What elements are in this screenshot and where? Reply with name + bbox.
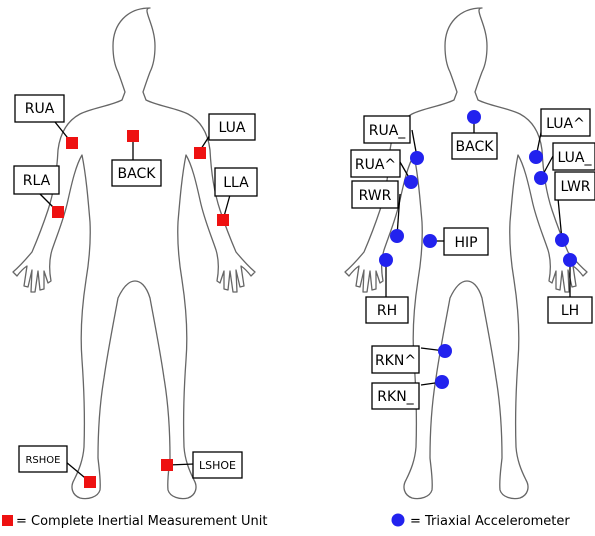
left-body-outline [13, 8, 255, 499]
acc-marker-lh [563, 253, 577, 267]
label-lua-high: LUA^ [546, 116, 585, 132]
legend: = Complete Inertial Measurement Unit = T… [2, 514, 570, 530]
legend-acc: = Triaxial Accelerometer [392, 514, 571, 530]
label-rwr: RWR [359, 188, 392, 204]
label-rua-high: RUA^ [355, 157, 396, 173]
imu-marker-lua [194, 147, 206, 159]
label-rua-low: RUA_ [369, 123, 407, 139]
acc-marker-lua-low [534, 171, 548, 185]
legend-acc-text: = Triaxial Accelerometer [410, 514, 570, 529]
left-body-figure: RUA RLA BACK LUA LLA RSHOE LSHOE [13, 8, 257, 499]
label-lh: LH [561, 303, 579, 319]
label-rla: RLA [23, 173, 51, 189]
acc-marker-rkn-high [438, 344, 452, 358]
imu-marker-rla [52, 206, 64, 218]
imu-marker-lshoe [161, 459, 173, 471]
label-lua-low: LUA_ [558, 150, 593, 166]
label-rkn-low: RKN_ [377, 389, 414, 405]
label-back-right: BACK [456, 139, 495, 155]
acc-marker-rwr [390, 229, 404, 243]
acc-marker-rua-low [404, 175, 418, 189]
label-lwr: LWR [560, 179, 590, 195]
legend-imu-square [2, 515, 13, 526]
acc-marker-rh [379, 253, 393, 267]
left-label-texts: RUA RLA BACK LUA LLA RSHOE LSHOE [23, 101, 249, 472]
label-rua: RUA [25, 101, 55, 117]
imu-marker-rua [66, 137, 78, 149]
acc-marker-lwr [555, 233, 569, 247]
acc-marker-lua-high [529, 150, 543, 164]
label-lla: LLA [223, 175, 249, 191]
label-hip: HIP [454, 235, 477, 251]
right-body-figure: RUA_ RUA^ RWR BACK LUA^ LUA_ LWR HIP RH … [345, 8, 595, 499]
acc-marker-rkn-low [435, 375, 449, 389]
label-rkn-high: RKN^ [375, 353, 416, 369]
imu-marker-rshoe [84, 476, 96, 488]
label-rh: RH [377, 303, 397, 319]
acc-marker-back [467, 110, 481, 124]
left-label-boxes [14, 95, 257, 478]
imu-marker-lla [217, 214, 229, 226]
legend-imu-text: = Complete Inertial Measurement Unit [16, 514, 268, 529]
legend-acc-circle [392, 514, 405, 527]
label-rshoe: RSHOE [25, 455, 60, 466]
label-back-left: BACK [118, 166, 157, 182]
label-lua: LUA [219, 120, 246, 136]
acc-marker-rua-high [410, 151, 424, 165]
label-lshoe: LSHOE [199, 459, 236, 472]
acc-marker-hip [423, 234, 437, 248]
imu-marker-back [127, 130, 139, 142]
legend-imu: = Complete Inertial Measurement Unit [2, 514, 268, 529]
